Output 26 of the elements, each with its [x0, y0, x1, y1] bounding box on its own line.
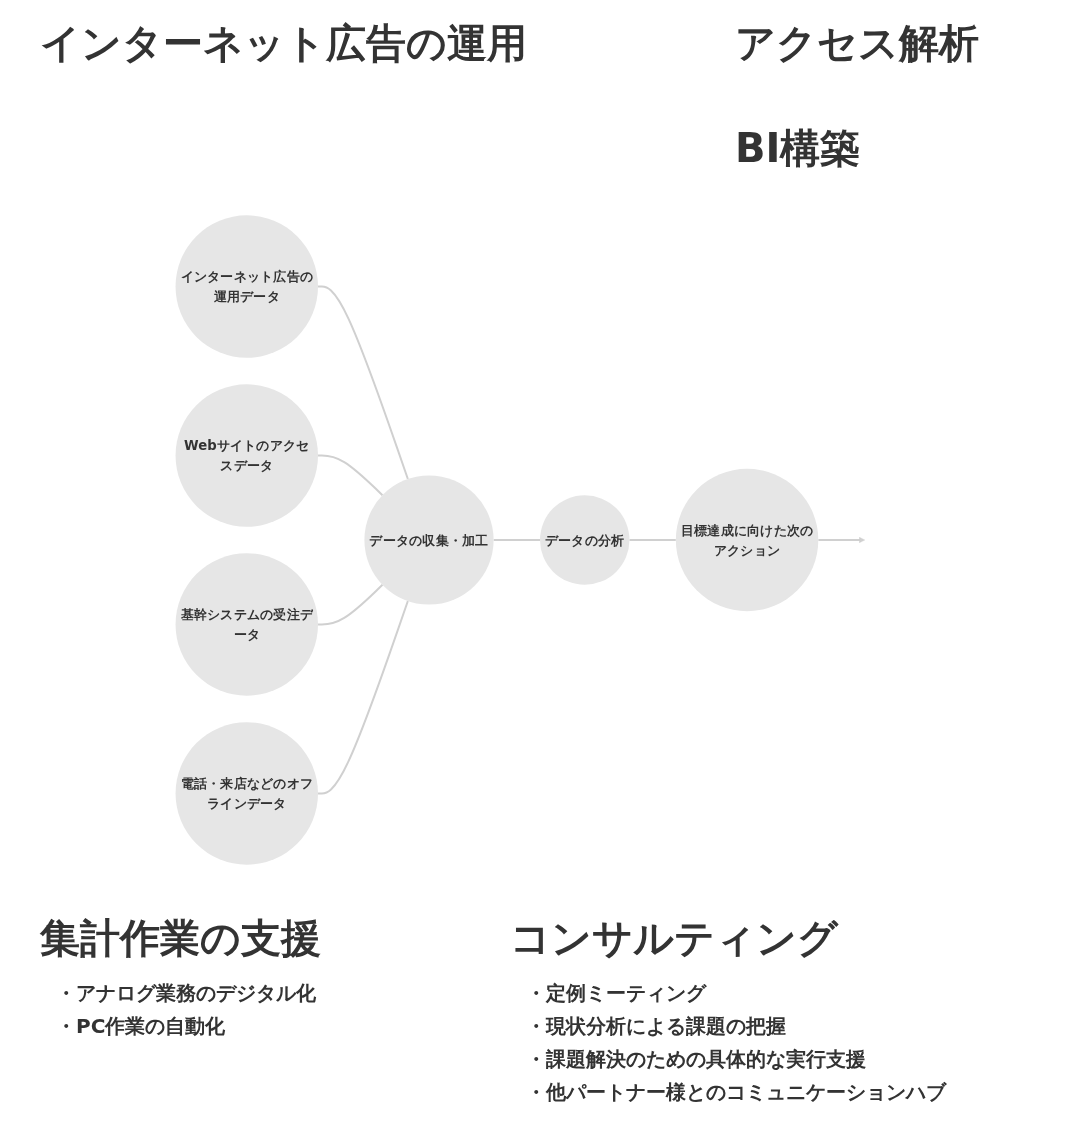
service-heading: アクセス解析	[735, 19, 979, 68]
service-heading: BI構築	[735, 124, 862, 173]
service-heading: インターネット広告の運用	[40, 19, 527, 68]
connector	[317, 600, 409, 795]
connector	[317, 454, 384, 497]
bullet-item: ・現状分析による課題の把握	[526, 1013, 787, 1040]
node-circle	[364, 475, 494, 605]
connector	[317, 583, 384, 626]
node-circle	[675, 468, 819, 612]
bullet-item: ・課題解決のための具体的な実行支援	[526, 1046, 867, 1073]
connector	[492, 539, 541, 541]
flow-diagram: インターネット広告の運用データ Webサイトのアクセスデータ 基幹システムの受注データ 電話・来店などのオフラインデータ データの収集・加工 データの分析 目標達成に向けた次のアクション	[10, 210, 1070, 870]
node-circle	[175, 215, 318, 358]
node-circle	[175, 384, 318, 527]
node-circle	[540, 495, 630, 585]
connector	[628, 539, 677, 541]
bullet-item: ・アナログ業務のデジタル化	[56, 980, 317, 1007]
connector	[317, 285, 409, 480]
service-heading: 集計作業の支援	[40, 914, 321, 963]
bullet-item: ・他パートナー様とのコミュニケーションハブ	[526, 1079, 946, 1106]
bullet-item: ・PC作業の自動化	[56, 1013, 227, 1040]
node-circle	[175, 553, 318, 696]
node-circle	[175, 722, 318, 865]
bullet-item: ・定例ミーティング	[526, 980, 708, 1007]
arrow	[817, 537, 865, 543]
service-heading: コンサルティング	[510, 914, 840, 963]
